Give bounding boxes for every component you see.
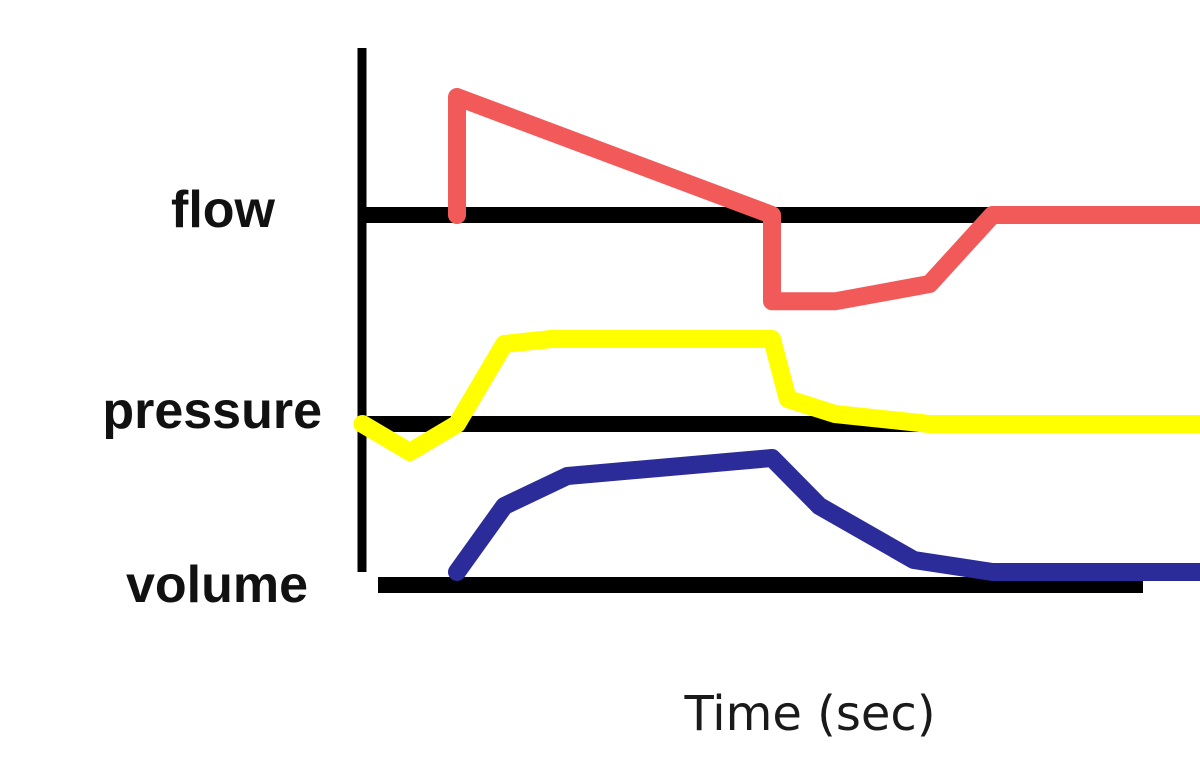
pressure-series-line — [353, 330, 1200, 461]
x-axis-title: Time (sec) — [683, 686, 935, 742]
flow-series-line — [448, 88, 1200, 311]
flow-label: flow — [171, 181, 276, 239]
pressure-label: pressure — [102, 382, 322, 440]
volume-series-line — [448, 449, 1200, 581]
volume-label: volume — [126, 556, 308, 614]
